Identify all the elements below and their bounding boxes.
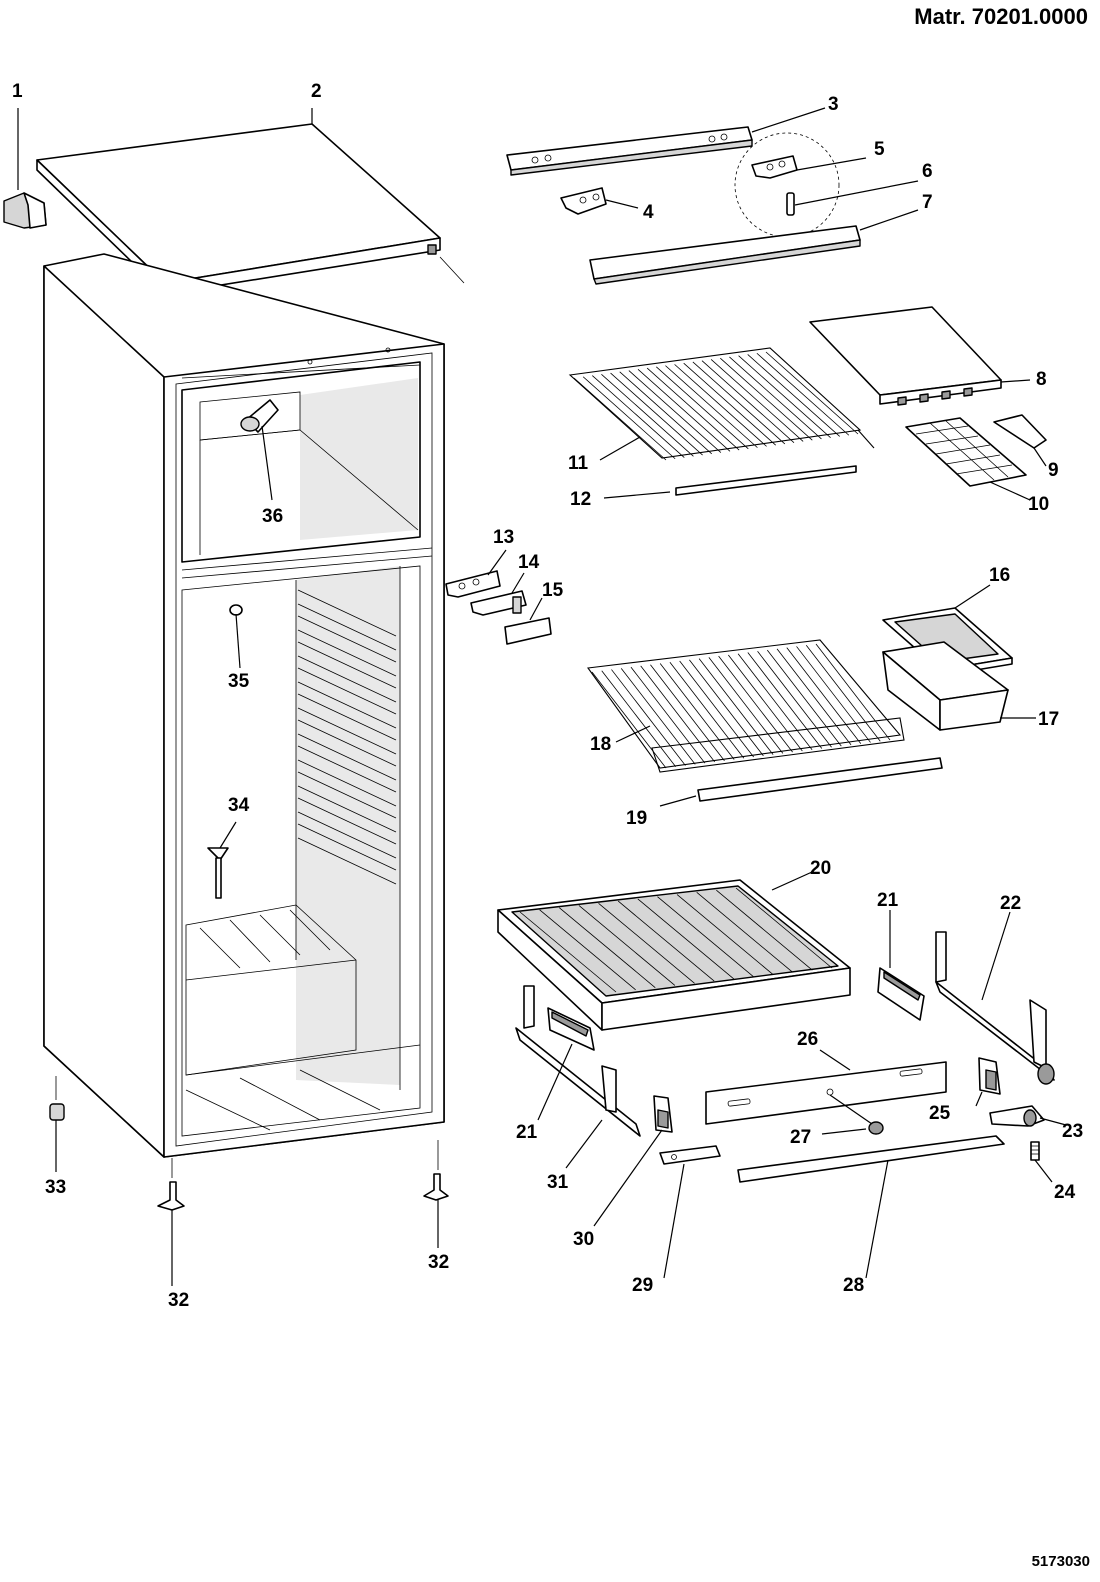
- label-6: 6: [922, 161, 933, 182]
- label-1: 1: [12, 81, 23, 102]
- label-28: 28: [843, 1275, 864, 1296]
- part-17-crisper: [882, 641, 1009, 731]
- label-29: 29: [632, 1275, 653, 1296]
- label-14: 14: [518, 552, 540, 573]
- part-22-rail: [935, 931, 1055, 1085]
- part-32-foot-left: [157, 1181, 185, 1211]
- label-11: 11: [568, 453, 589, 474]
- label-31: 31: [547, 1172, 569, 1193]
- part-23-bottom-hinge: [989, 1105, 1045, 1127]
- label-25: 25: [929, 1103, 951, 1124]
- label-26: 26: [797, 1029, 818, 1050]
- part-14-hinge: [470, 590, 527, 616]
- label-3: 3: [828, 94, 839, 115]
- part-21-lower-clip: [547, 1007, 595, 1051]
- label-21-upper: 21: [877, 890, 899, 911]
- part-9-scraper: [993, 414, 1047, 449]
- part-24-screw: [1030, 1141, 1040, 1161]
- drawing-number: 5173030: [1031, 1553, 1090, 1570]
- part-34-thermostat-knob: [207, 847, 229, 899]
- label-36: 36: [262, 506, 283, 527]
- part-4-bracket: [560, 187, 607, 215]
- part-11-wire-shelf: [568, 347, 875, 461]
- part-8-freezer-lid: [809, 306, 1002, 406]
- part-1-top-cap: [3, 192, 47, 229]
- label-20: 20: [810, 858, 831, 879]
- part-28-trim: [737, 1135, 1005, 1183]
- label-7: 7: [922, 192, 933, 213]
- part-26-plate: [705, 1061, 947, 1125]
- label-30: 30: [573, 1229, 594, 1250]
- shelf-rails: [297, 589, 397, 885]
- part-10-ice-tray: [905, 417, 1027, 487]
- label-22: 22: [1000, 893, 1021, 914]
- part-5-hinge-plate: [751, 155, 798, 179]
- part-21-upper-clip: [877, 967, 925, 1021]
- label-34: 34: [228, 795, 250, 816]
- part-32-foot-right: [423, 1173, 449, 1201]
- label-5: 5: [874, 139, 885, 160]
- label-21-lower: 21: [516, 1122, 538, 1143]
- part-6-pin: [786, 192, 795, 216]
- refrigerator-cabinet: [43, 253, 445, 1158]
- part-18-wire-shelf: [587, 639, 905, 773]
- part-30-clip: [653, 1095, 673, 1133]
- label-4: 4: [643, 202, 654, 223]
- part-36-knob: [240, 399, 279, 433]
- part-27-cap: [868, 1121, 884, 1135]
- label-15: 15: [542, 580, 564, 601]
- label-23: 23: [1062, 1121, 1083, 1142]
- label-16: 16: [989, 565, 1010, 586]
- part-7-trim-bar: [589, 225, 861, 285]
- label-32-right: 32: [428, 1252, 449, 1273]
- label-9: 9: [1048, 460, 1059, 481]
- part-31-rail: [515, 985, 641, 1137]
- label-32-left: 32: [168, 1290, 189, 1311]
- part-20-glass-shelf: [497, 879, 851, 1031]
- model-number: Matr. 70201.0000: [914, 4, 1088, 29]
- part-13-hinge: [445, 570, 501, 598]
- label-8: 8: [1036, 369, 1047, 390]
- part-33-cap: [49, 1103, 65, 1121]
- part-35-lamp: [229, 604, 243, 616]
- label-2: 2: [311, 81, 322, 102]
- label-19: 19: [626, 808, 647, 829]
- part-29-bracket: [659, 1145, 721, 1165]
- label-18: 18: [590, 734, 611, 755]
- label-33: 33: [45, 1177, 66, 1198]
- part-3-rail: [506, 126, 753, 176]
- callout-labels: 1 2 3 4 5 6 7 8 9 10 11 12 13 14 15 16 1…: [12, 81, 1083, 1311]
- label-35: 35: [228, 671, 250, 692]
- part-12-shelf-edge: [675, 465, 857, 496]
- label-24: 24: [1054, 1182, 1076, 1203]
- label-13: 13: [493, 527, 514, 548]
- part-19-shelf-edge: [697, 757, 943, 802]
- part-25-clip: [978, 1057, 1001, 1095]
- label-10: 10: [1028, 494, 1049, 515]
- label-12: 12: [570, 489, 591, 510]
- label-27: 27: [790, 1127, 811, 1148]
- label-17: 17: [1038, 709, 1059, 730]
- part-15-cover: [504, 617, 552, 645]
